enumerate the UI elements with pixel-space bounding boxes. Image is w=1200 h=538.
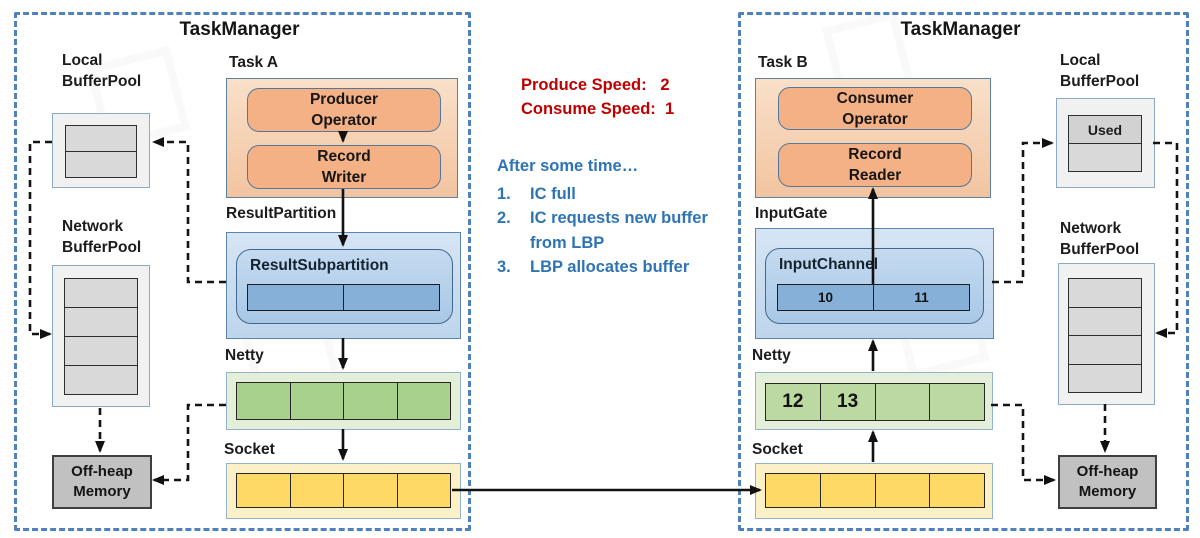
- local-bufferpool-label-left: Local BufferPool: [62, 52, 142, 90]
- taskmanager-right-border: [738, 12, 1189, 531]
- step-text: IC requests new buffer from LBP: [530, 209, 708, 252]
- buffer-cell: [819, 474, 875, 507]
- buffer-cell: [874, 384, 930, 420]
- buffer-cell: [65, 279, 137, 307]
- inputgate-label: InputGate: [755, 205, 828, 222]
- step-number: 2.: [497, 209, 511, 227]
- buffer-cell: [237, 474, 290, 507]
- buffer-cell: 13: [819, 384, 875, 420]
- step-item-3: 3. LBP allocates buffer: [497, 255, 689, 280]
- step-number: 3.: [497, 258, 511, 276]
- buffer-cell: 12: [782, 391, 804, 412]
- offheap-memory-box-left: Off-heap Memory: [52, 455, 152, 509]
- buffer-cell: 10: [817, 290, 834, 305]
- after-some-time-text: After some time…: [497, 157, 639, 175]
- buffer-cell-used: Used: [1069, 116, 1141, 143]
- local-bufferpool-cells-right: Used: [1068, 115, 1142, 172]
- buffer-cell: [929, 474, 984, 507]
- buffer-cell: [1069, 363, 1141, 393]
- socket-label-right: Socket: [752, 441, 803, 458]
- inputchannel-label: InputChannel: [779, 256, 879, 273]
- buffer-cell: [289, 383, 344, 419]
- buffer-cell: [65, 336, 137, 365]
- buffer-cell: [343, 383, 397, 419]
- socket-cells-right: [765, 473, 985, 508]
- netty-label-right: Netty: [752, 347, 791, 364]
- buffer-cell: [1069, 335, 1141, 364]
- network-bufferpool-label-right: Network BufferPool: [1060, 220, 1140, 258]
- task-b-label: Task B: [758, 54, 808, 71]
- buffer-cell: [343, 474, 397, 507]
- offheap-memory-box-right: Off-heap Memory: [1058, 455, 1157, 509]
- buffer-cell: [66, 151, 136, 177]
- taskmanager-right-title: TaskManager: [900, 19, 1021, 40]
- step-item-2: 2. IC requests new buffer from LBP: [497, 206, 708, 256]
- buffer-cell: [237, 383, 290, 419]
- task-a-label: Task A: [229, 54, 279, 71]
- buffer-cell: [1069, 143, 1141, 171]
- buffer-cell: 11: [873, 285, 969, 310]
- consume-speed-text: Consume Speed: 1: [521, 100, 675, 118]
- record-reader-box: Record Reader: [778, 143, 972, 187]
- buffer-cell: [396, 383, 451, 419]
- socket-cells-left: [236, 473, 451, 508]
- resultsubpartition-label: ResultSubpartition: [250, 257, 389, 274]
- buffer-cell: [1069, 306, 1141, 336]
- buffer-cell: [343, 285, 439, 310]
- buffer-cell: [248, 285, 343, 310]
- step-text: LBP allocates buffer: [530, 258, 690, 276]
- network-bufferpool-label-left: Network BufferPool: [62, 218, 142, 256]
- netty-cells-left: [236, 382, 451, 420]
- local-bufferpool-cells-left: [65, 125, 137, 178]
- record-writer-box: Record Writer: [247, 145, 441, 189]
- socket-label-left: Socket: [224, 441, 275, 458]
- buffer-cell: [66, 126, 136, 151]
- buffer-cell: [1069, 279, 1141, 307]
- step-item-1: 1. IC full: [497, 182, 576, 207]
- buffer-cell: [396, 474, 451, 507]
- inputchannel-buffer-bar: 10 11: [777, 284, 970, 311]
- network-bufferpool-cells-right: [1068, 278, 1142, 393]
- consumer-operator-box: Consumer Operator: [778, 87, 972, 130]
- netty-label-left: Netty: [225, 347, 264, 364]
- step-number: 1.: [497, 185, 511, 203]
- buffer-cell: [65, 307, 137, 336]
- buffer-cell: [289, 474, 344, 507]
- buffer-cell: [766, 474, 820, 507]
- step-text: IC full: [530, 185, 576, 203]
- netty-cells-right: 12 13: [765, 383, 985, 421]
- buffer-cell: [929, 384, 984, 420]
- local-bufferpool-label-right: Local BufferPool: [1060, 52, 1140, 90]
- resultpartition-label: ResultPartition: [226, 205, 337, 222]
- network-bufferpool-cells-left: [64, 278, 138, 395]
- buffer-cell: [65, 365, 137, 394]
- taskmanager-left-border: [14, 12, 471, 531]
- taskmanager-left-title: TaskManager: [179, 19, 300, 40]
- produce-speed-text: Produce Speed: 2: [521, 76, 670, 94]
- buffer-cell: [874, 474, 930, 507]
- resultsubpartition-buffer-bar: [247, 284, 440, 311]
- producer-operator-box: Producer Operator: [247, 88, 441, 132]
